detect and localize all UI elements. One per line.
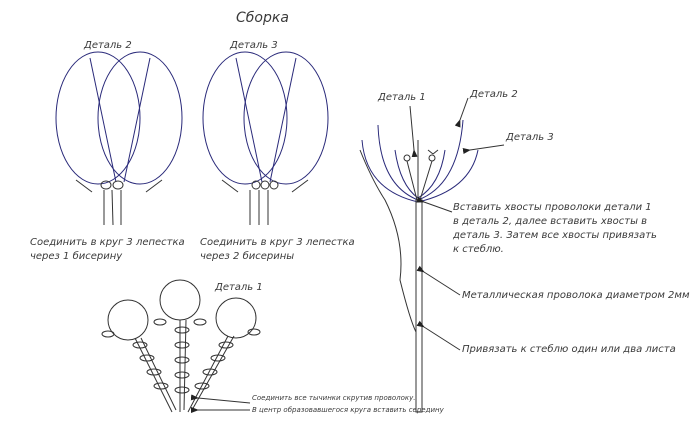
part1-stamens: Деталь 1 Соединить все тычинки скрутив п…: [101, 279, 445, 414]
insert-note-line2: в деталь 2, далее вставить хвосты в: [453, 216, 647, 227]
insert-note-line4: к стеблю.: [453, 243, 504, 255]
part3-petals: Деталь 3 Соединить в круг 3 лепестка чер…: [200, 40, 355, 262]
leaf-note: Привязать к стеблю один или два листа: [462, 343, 676, 355]
part3-note-line2: через 2 бисерины: [200, 250, 294, 262]
part2-note-line2: через 1 бисерину: [30, 250, 123, 262]
part2-note-line1: Соединить в круг 3 лепестка: [30, 237, 185, 248]
diagram-title: Сборка: [236, 10, 289, 26]
wire-note: Металлическая проволока диаметром 2мм: [462, 290, 690, 301]
right-part3-label: Деталь 3: [505, 132, 554, 143]
bottom-note-line1: Соединить все тычинки скрутив проволоку.: [252, 394, 416, 402]
flower-assembly: Деталь 1 Деталь 2 Деталь 3 Вставить хвос…: [359, 89, 690, 413]
bottom-part1-label: Деталь 1: [214, 282, 263, 293]
insert-note-line3: деталь 3. Затем все хвосты привязать: [452, 230, 657, 241]
insert-note-line1: Вставить хвосты проволоки детали 1: [453, 202, 652, 213]
part3-note-line1: Соединить в круг 3 лепестка: [200, 237, 355, 248]
part3-label: Деталь 3: [229, 40, 278, 51]
right-part1-label: Деталь 1: [377, 92, 426, 103]
petal-left: [55, 51, 141, 185]
part2-petals: Деталь 2 Соединить в круг 3 лепестка чер…: [30, 40, 185, 262]
part2-label: Деталь 2: [83, 40, 132, 51]
right-part2-label: Деталь 2: [469, 89, 518, 100]
petal-right: [97, 51, 183, 185]
bottom-note-line2: В центр образовавшегося круга вставить с…: [252, 406, 445, 414]
